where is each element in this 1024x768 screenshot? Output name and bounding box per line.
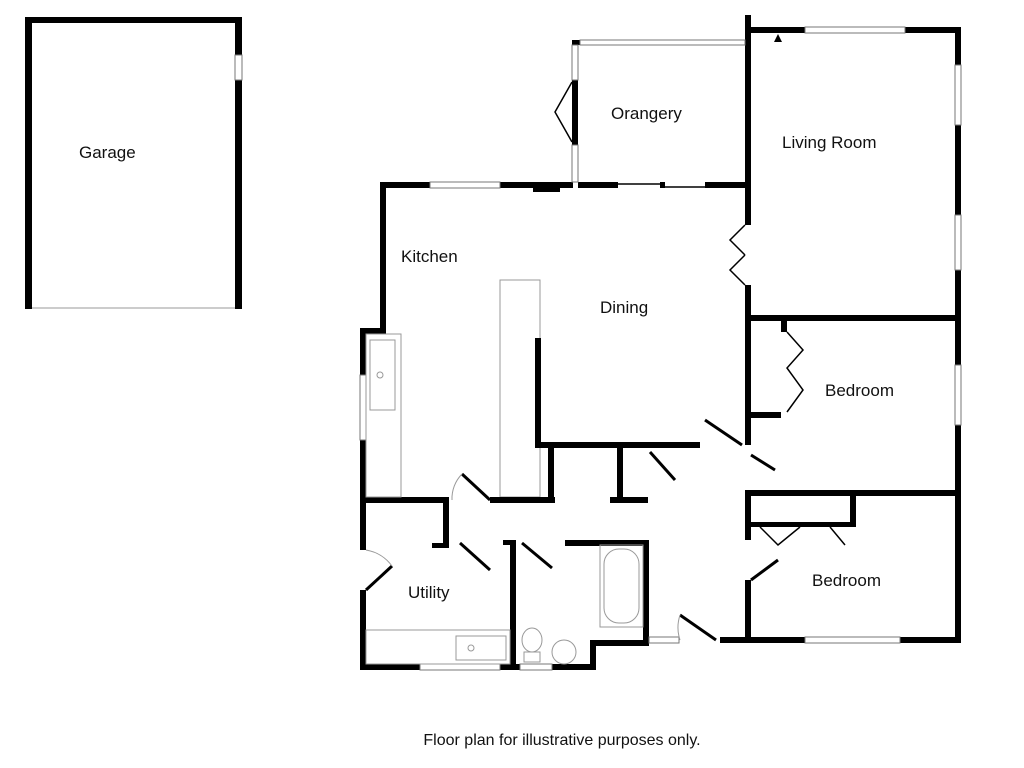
room-label-dining: Dining xyxy=(600,298,649,317)
room-label-garage: Garage xyxy=(79,143,136,162)
kitchen-sink-icon xyxy=(369,339,396,411)
garage-walls xyxy=(25,17,243,309)
room-label-orangery: Orangery xyxy=(611,104,682,123)
disclaimer-caption: Floor plan for illustrative purposes onl… xyxy=(423,732,701,749)
room-label-utility: Utility xyxy=(408,583,450,602)
internal-walls xyxy=(366,279,743,670)
toilet-icon xyxy=(521,627,543,653)
fixtures xyxy=(365,333,644,665)
basin-icon xyxy=(551,639,577,665)
house-walls xyxy=(359,15,962,671)
room-label-bedroom-1: Bedroom xyxy=(825,381,894,400)
room-label-kitchen: Kitchen xyxy=(401,247,458,266)
room-label-living-room: Living Room xyxy=(782,133,877,152)
bath-icon xyxy=(599,544,644,628)
room-label-bedroom-2: Bedroom xyxy=(812,571,881,590)
utility-sink-icon xyxy=(455,635,507,661)
